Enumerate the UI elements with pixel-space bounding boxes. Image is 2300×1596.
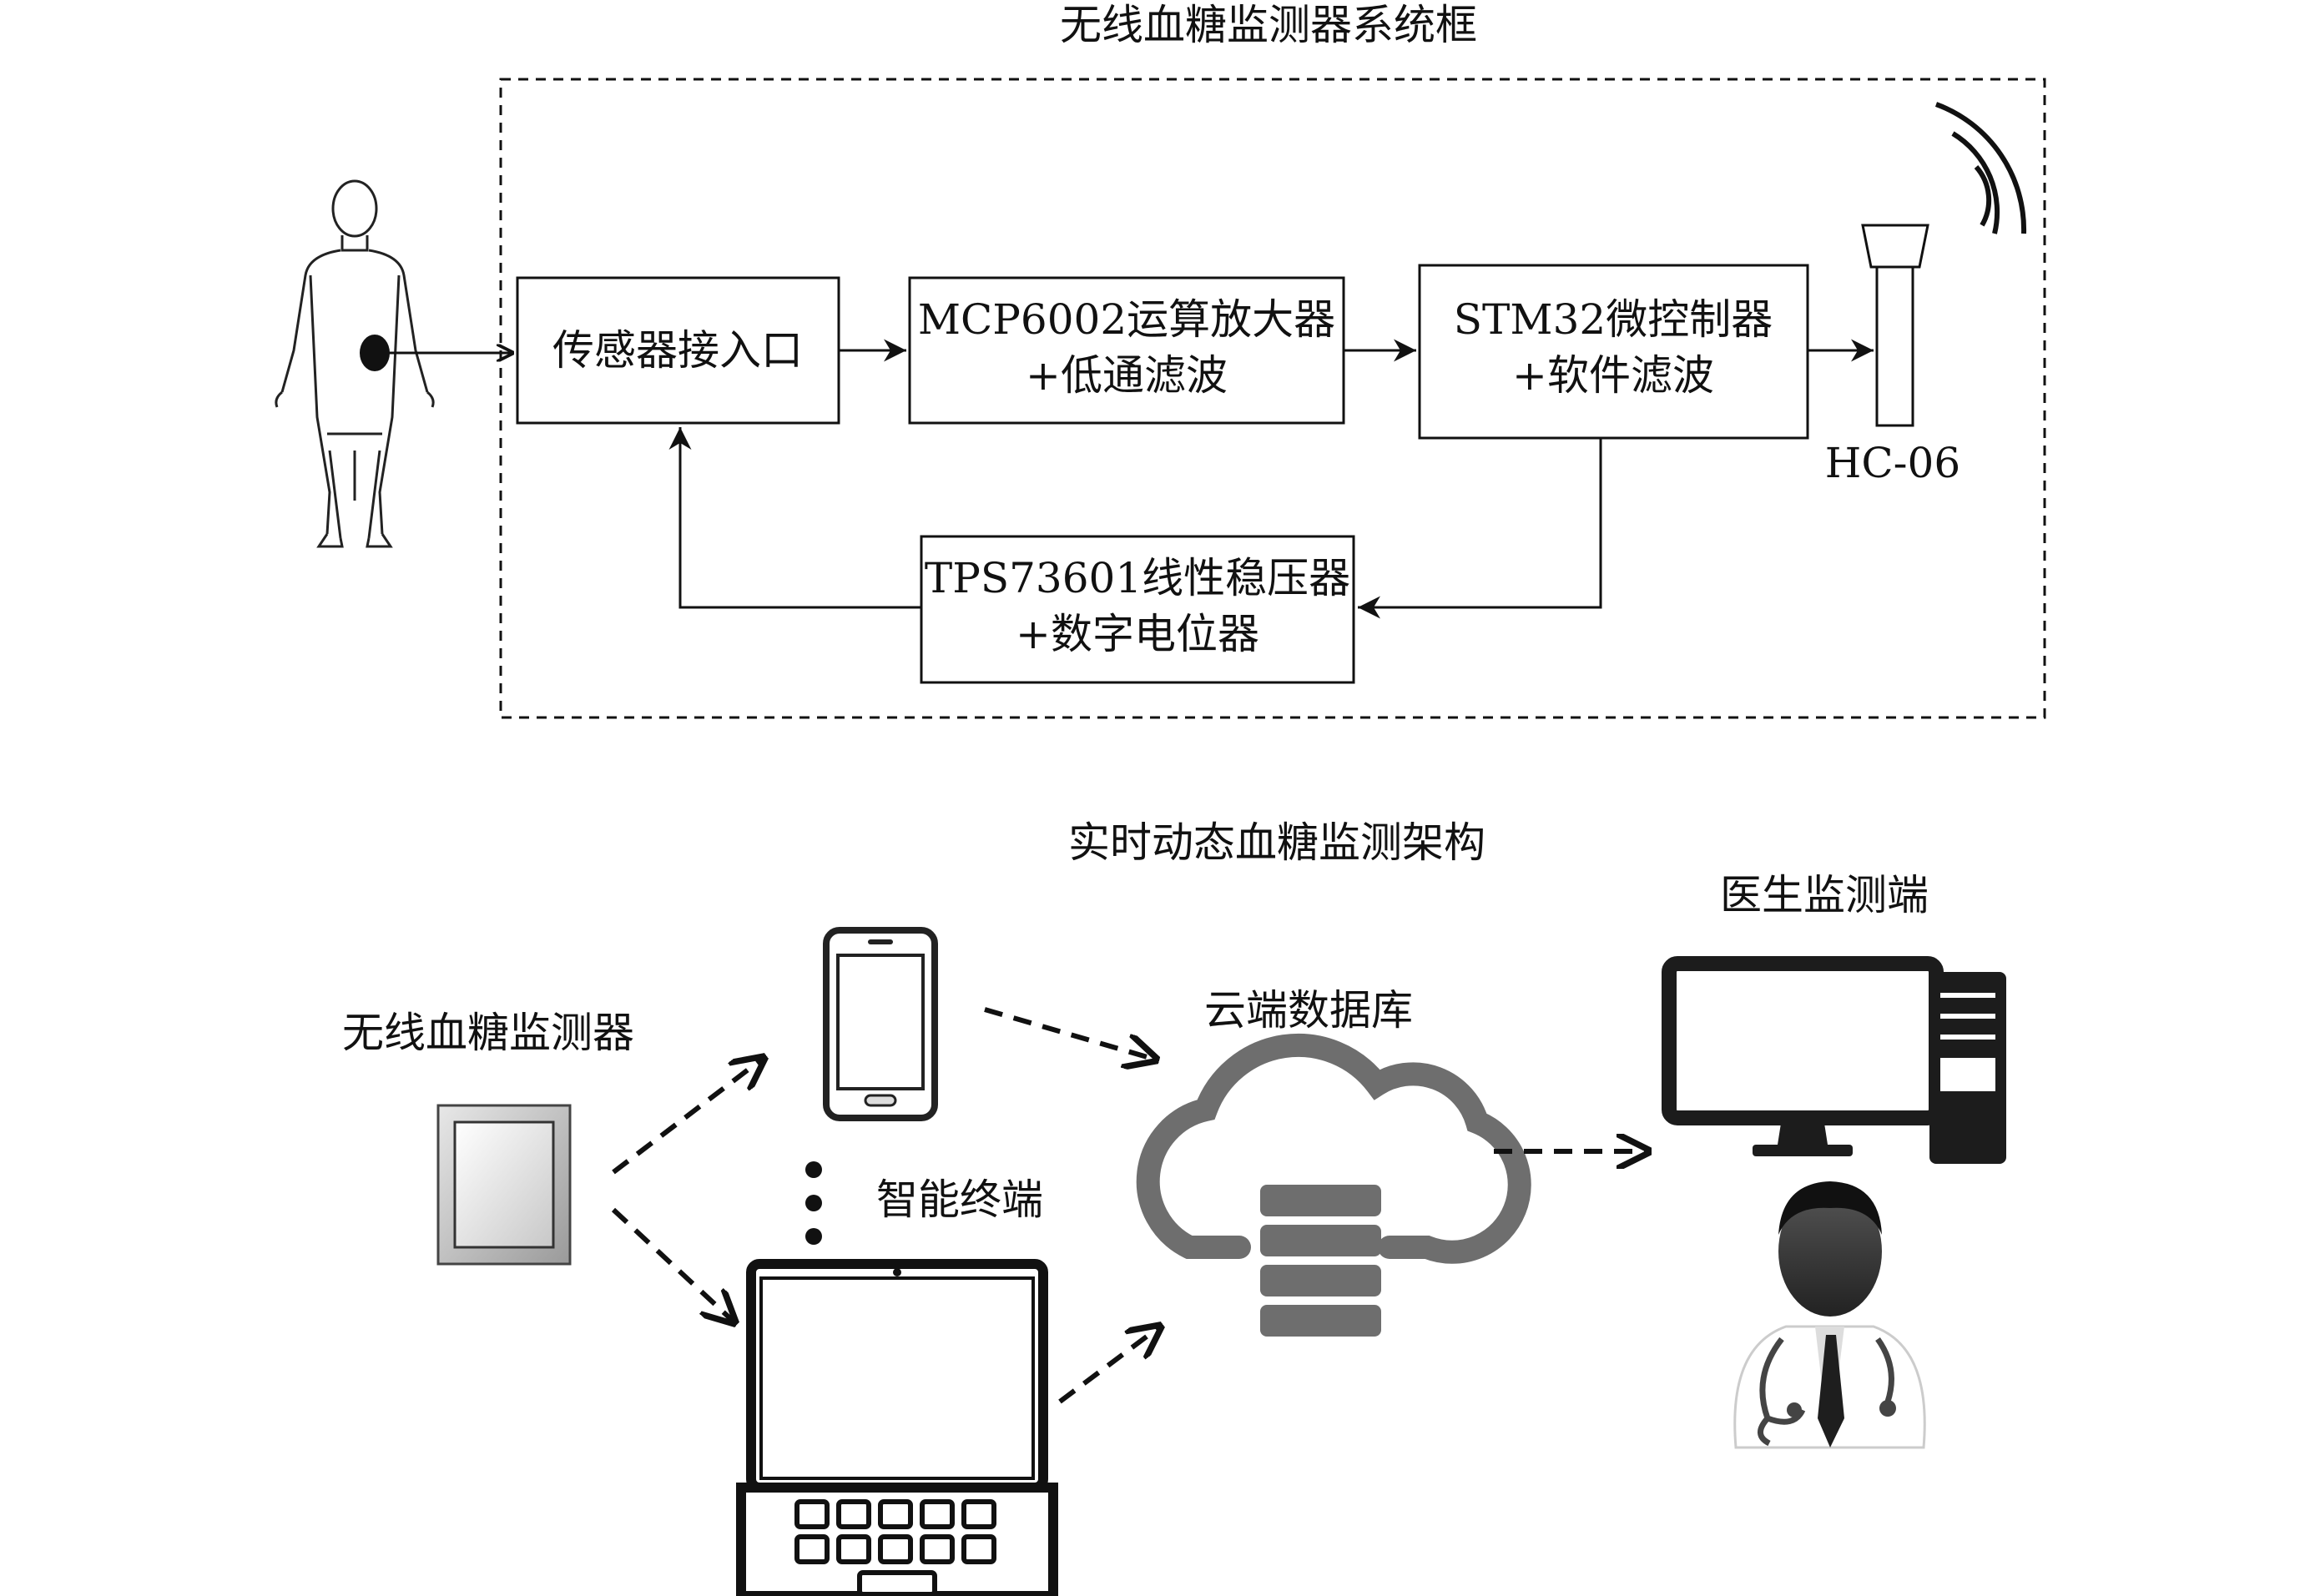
architecture-title: 实时动态血糖监测架构	[1068, 818, 1485, 867]
amplifier-label: MCP6002运算放大器	[918, 295, 1335, 344]
human-body-icon	[275, 179, 435, 548]
arrow-regulator-to-sensor	[668, 427, 921, 609]
wireless-monitor-device-icon	[436, 1104, 572, 1266]
sensor-interface-box	[516, 276, 840, 425]
arrow-mcu-to-regulator	[1358, 438, 1602, 619]
arrow-phone-to-cloud	[984, 1007, 1156, 1060]
wireless-signal-icon	[1934, 102, 2027, 234]
laptop-icon	[736, 1259, 1058, 1596]
regulator-potentiometer-box	[920, 535, 1355, 684]
smart-terminal-label: 智能终端	[876, 1176, 1043, 1224]
arrow-laptop-to-cloud	[1058, 1327, 1160, 1404]
regulator-label: TPS73601线性稳压器	[925, 554, 1350, 602]
bluetooth-module-label: HC-06	[1825, 439, 1960, 487]
cloud-database-icon	[1136, 1033, 1531, 1337]
sensor-interface-label: 传感器接入口	[552, 326, 803, 375]
desktop-computer-icon	[1662, 956, 2006, 1164]
arrow-monitor-to-phone	[612, 1058, 764, 1175]
ellipsis-dots-icon	[805, 1161, 822, 1245]
doctor-avatar-icon	[1733, 1181, 1926, 1449]
microcontroller-box	[1418, 264, 1809, 440]
arrow-monitor-to-laptop	[611, 1207, 734, 1322]
flow-arrows	[611, 1007, 1648, 1404]
doctor-monitor-label: 医生监测端	[1720, 871, 1929, 919]
smartphone-icon	[823, 927, 938, 1121]
wireless-monitor-label: 无线血糖监测器	[342, 1009, 634, 1057]
system-dashed-frame	[499, 78, 2046, 719]
software-filter-label: +软件滤波	[1512, 351, 1714, 400]
system-diagram-title: 无线血糖监测器系统框	[1060, 1, 1477, 49]
bluetooth-antenna-icon	[1861, 224, 1929, 427]
lowpass-filter-label: +低通滤波	[1026, 351, 1228, 400]
microcontroller-label: STM32微控制器	[1454, 295, 1773, 344]
digital-potentiometer-label: +数字电位器	[1016, 610, 1259, 658]
cloud-database-label: 云端数据库	[1204, 986, 1413, 1035]
